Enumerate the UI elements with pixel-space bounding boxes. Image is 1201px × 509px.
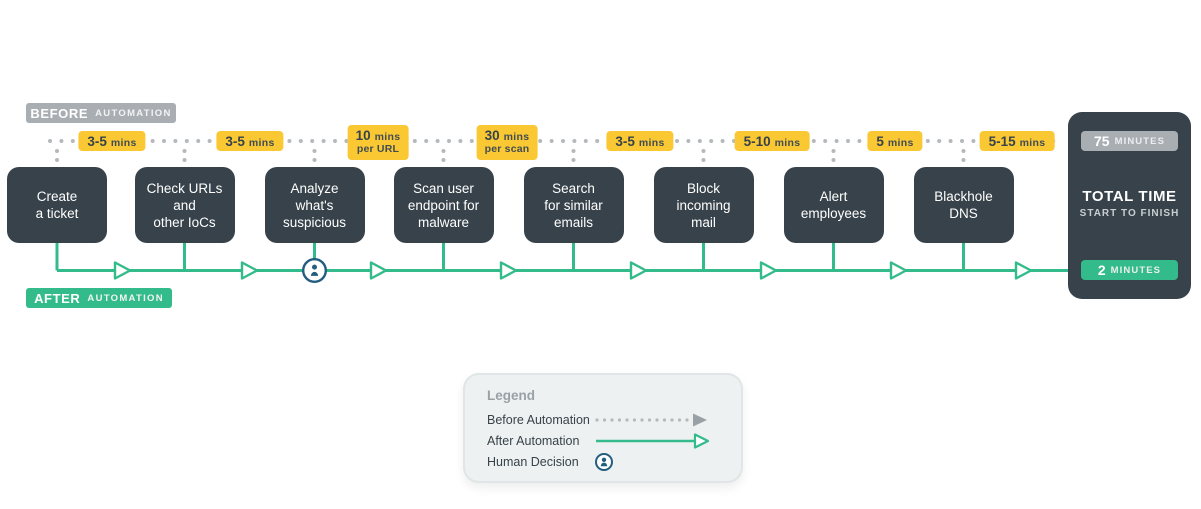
flow-arrows xyxy=(113,261,1033,280)
before-automation-sublabel: AUTOMATION xyxy=(95,107,172,119)
time-unit: mins xyxy=(374,131,401,143)
total-after-badge: 2 MINUTES xyxy=(1081,260,1178,280)
flow-arrow-icon xyxy=(1014,261,1033,280)
total-time-box: 75 MINUTES TOTAL TIME START TO FINISH 2 … xyxy=(1068,112,1191,299)
time-value: 30 xyxy=(484,128,500,143)
step-box-4: Scan user endpoint for malware xyxy=(393,167,494,243)
total-before-unit: MINUTES xyxy=(1114,135,1166,147)
time-unit: mins xyxy=(1019,136,1046,149)
total-time-subtitle: START TO FINISH xyxy=(1079,208,1180,219)
legend-row-human: Human Decision xyxy=(487,452,723,472)
human-decision-icon xyxy=(595,453,613,471)
after-solid-line xyxy=(55,241,1082,272)
flow-arrow-icon xyxy=(629,261,648,280)
legend-label-before: Before Automation xyxy=(487,413,590,427)
before-automation-badge: BEFORE AUTOMATION xyxy=(26,103,176,123)
total-after-unit: MINUTES xyxy=(1110,264,1162,276)
after-automation-label: AFTER xyxy=(34,290,81,306)
total-time-title: TOTAL TIME xyxy=(1082,188,1177,205)
time-value: 5-10 xyxy=(743,133,771,149)
total-after-value: 2 xyxy=(1097,262,1106,278)
after-automation-sublabel: AUTOMATION xyxy=(87,292,164,304)
step-box-3: Analyze what's suspicious xyxy=(264,167,365,243)
flow-arrow-icon xyxy=(240,261,259,280)
time-unit: mins xyxy=(110,136,137,149)
flow-arrow-icon xyxy=(499,261,518,280)
time-value: 3-5 xyxy=(615,133,635,149)
step-box-2: Check URLs and other IoCs xyxy=(134,167,235,243)
flow-arrow-icon xyxy=(113,261,132,280)
time-value: 5-15 xyxy=(988,133,1016,149)
legend-label-after: After Automation xyxy=(487,434,580,448)
time-value: 3-5 xyxy=(87,133,107,149)
solid-arrow-icon xyxy=(596,433,710,449)
legend-box: Legend Before Automation After Automatio… xyxy=(463,373,743,483)
legend-title: Legend xyxy=(487,388,536,403)
time-unit: mins xyxy=(638,136,665,149)
total-before-badge: 75 MINUTES xyxy=(1081,131,1178,151)
step-box-6: Block incoming mail xyxy=(653,167,754,243)
time-unit: mins xyxy=(887,136,914,149)
time-unit: mins xyxy=(774,136,801,149)
total-before-value: 75 xyxy=(1093,133,1110,149)
time-unit-line2: per URL xyxy=(356,143,400,155)
dotted-arrow-icon xyxy=(595,413,707,427)
legend-row-before: Before Automation xyxy=(487,410,723,430)
flow-arrow-icon xyxy=(889,261,908,280)
legend-row-after: After Automation xyxy=(487,431,723,451)
time-value: 3-5 xyxy=(225,133,245,149)
time-unit-line2: per scan xyxy=(484,143,530,155)
step-box-8: Blackhole DNS xyxy=(913,167,1014,243)
step-box-5: Search for similar emails xyxy=(523,167,624,243)
time-value: 10 xyxy=(355,128,371,143)
step-box-7: Alert employees xyxy=(783,167,884,243)
time-unit: mins xyxy=(248,136,275,149)
before-dotted-connectors xyxy=(55,149,966,162)
step-box-1: Create a ticket xyxy=(7,167,107,243)
after-automation-badge: AFTER AUTOMATION xyxy=(26,288,172,308)
human-decision-marker xyxy=(302,258,328,284)
before-automation-label: BEFORE xyxy=(30,105,89,121)
flow-arrow-icon xyxy=(759,261,778,280)
time-unit: mins xyxy=(503,131,530,143)
flow-arrow-icon xyxy=(369,261,388,280)
legend-label-human: Human Decision xyxy=(487,455,579,469)
time-value: 5 xyxy=(876,133,884,149)
